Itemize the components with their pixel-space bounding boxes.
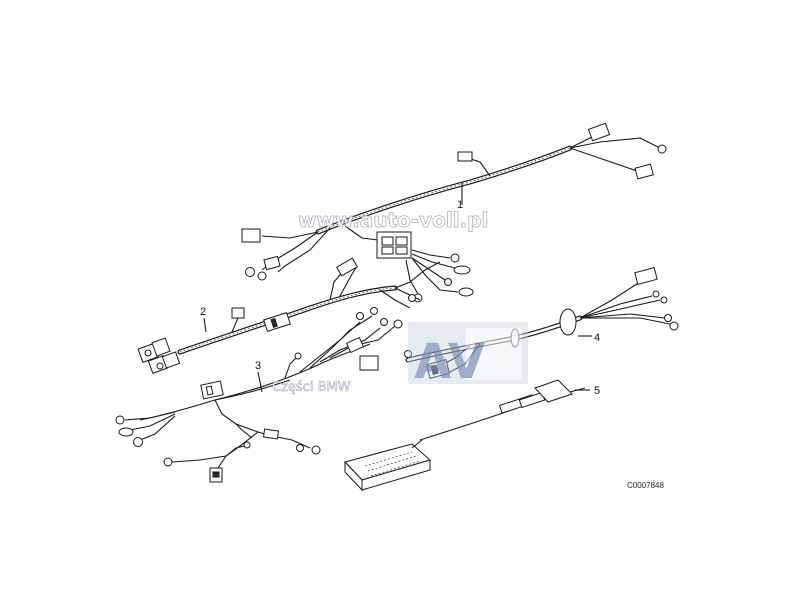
watermark-url: www.auto-voll.pl <box>298 208 488 232</box>
harness-3 <box>115 307 403 483</box>
watermark-subtitle: Części BMW <box>272 380 351 395</box>
harness-4 <box>404 267 679 379</box>
watermark-logo: AV <box>408 322 528 390</box>
reference-code: C0007848 <box>627 481 664 490</box>
part-label-2: 2 <box>200 306 206 318</box>
harness-2-left-connector <box>137 337 181 374</box>
part-label-4: 4 <box>594 332 600 344</box>
harness-5-flat-connector <box>344 443 432 492</box>
part-labels: 1 2 3 4 5 <box>200 199 600 397</box>
part-label-1: 1 <box>457 199 463 211</box>
part-label-5: 5 <box>594 385 600 397</box>
watermark-logo-letters: AV <box>414 334 485 390</box>
harness-2 <box>137 257 441 374</box>
watermark: www.auto-voll.pl AV Części BMW <box>272 208 528 395</box>
harness-5 <box>344 379 590 492</box>
part-label-3: 3 <box>255 360 261 372</box>
harness-1 <box>241 122 667 303</box>
